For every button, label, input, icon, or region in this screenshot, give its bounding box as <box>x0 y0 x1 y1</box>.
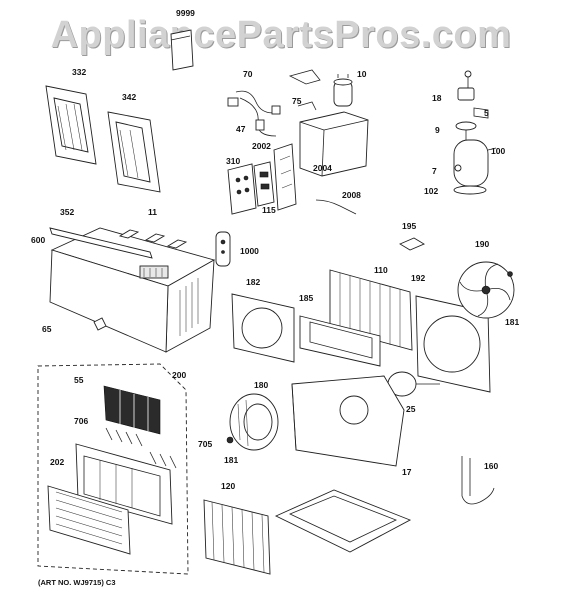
cabinet-600 <box>49 227 216 353</box>
strip-352 <box>49 227 153 259</box>
base-scroll-17 <box>291 375 405 467</box>
label-part-310: 310 <box>226 156 241 166</box>
frame-332 <box>45 85 97 165</box>
board-2002 <box>273 143 297 211</box>
control-board-115 <box>253 161 275 207</box>
tube-160 <box>461 456 495 505</box>
curtain-342 <box>107 111 161 193</box>
compressor-assembly <box>453 70 497 195</box>
label-part-18: 18 <box>432 93 442 103</box>
condenser-coil-120 <box>203 499 271 575</box>
label-part-115: 115 <box>262 205 276 215</box>
label-part-706: 706 <box>74 416 89 426</box>
label-part-11: 11 <box>148 207 157 217</box>
label-part-102: 102 <box>424 186 439 196</box>
art-number: (ART NO. WJ9715) C3 <box>38 578 116 587</box>
label-part-110: 110 <box>374 265 388 275</box>
louvers-706 <box>105 427 143 447</box>
label-part-185: 185 <box>299 293 314 303</box>
front-assembly-200 <box>37 363 189 575</box>
label-part-1000: 1000 <box>240 246 259 256</box>
screw-181-top <box>507 271 513 277</box>
label-part-120: 120 <box>221 481 236 491</box>
label-part-9: 9 <box>435 125 440 135</box>
label-part-352: 352 <box>60 207 75 217</box>
label-part-200: 200 <box>172 370 187 380</box>
shroud-192 <box>415 295 491 393</box>
label-part-100: 100 <box>491 146 506 156</box>
label-part-342: 342 <box>122 92 137 102</box>
label-part-160: 160 <box>484 461 499 471</box>
label-part-600: 600 <box>31 235 46 245</box>
label-part-705: 705 <box>198 439 213 449</box>
wire-harness-70 <box>227 90 281 137</box>
label-part-9999: 9999 <box>176 8 195 18</box>
label-part-10: 10 <box>357 69 367 79</box>
label-part-181-left: 181 <box>224 455 239 465</box>
clip-75 <box>288 69 321 111</box>
label-part-180: 180 <box>254 380 269 390</box>
brackets-11 <box>118 229 188 249</box>
label-part-17: 17 <box>402 467 412 477</box>
label-part-190: 190 <box>475 239 490 249</box>
control-panel-310 <box>227 163 257 215</box>
label-part-2002: 2002 <box>252 141 271 151</box>
blower-wheel-180 <box>229 393 279 451</box>
clip-65 <box>93 317 107 331</box>
manual-sheet-9999 <box>170 29 194 71</box>
label-part-195: 195 <box>402 221 417 231</box>
capacitor-10 <box>333 74 353 107</box>
label-part-2004: 2004 <box>313 163 332 173</box>
label-part-25: 25 <box>406 404 416 414</box>
label-part-181-top: 181 <box>505 317 520 327</box>
label-part-182: 182 <box>246 277 261 287</box>
label-part-202: 202 <box>50 457 65 467</box>
label-part-65: 65 <box>42 324 52 334</box>
label-part-47: 47 <box>236 124 246 134</box>
control-box-2004 <box>299 111 369 177</box>
screw-181-left <box>226 436 234 444</box>
orifice-182 <box>231 293 295 363</box>
label-part-192: 192 <box>411 273 426 283</box>
bracket-195 <box>399 237 425 251</box>
grille-202 <box>47 485 131 555</box>
remote-1000 <box>215 231 231 267</box>
label-part-75: 75 <box>292 96 302 106</box>
label-part-55: 55 <box>74 375 84 385</box>
label-part-5: 5 <box>484 108 489 118</box>
fan-190 <box>457 261 515 319</box>
drain-pan-185 <box>299 315 381 367</box>
filter-55 <box>103 385 161 435</box>
louvers-705 <box>149 451 177 469</box>
sensor-2008 <box>315 199 357 215</box>
label-part-7: 7 <box>432 166 437 176</box>
label-part-332: 332 <box>72 67 87 77</box>
label-part-70: 70 <box>243 69 253 79</box>
label-part-2008: 2008 <box>342 190 361 200</box>
base-pan <box>274 489 412 553</box>
